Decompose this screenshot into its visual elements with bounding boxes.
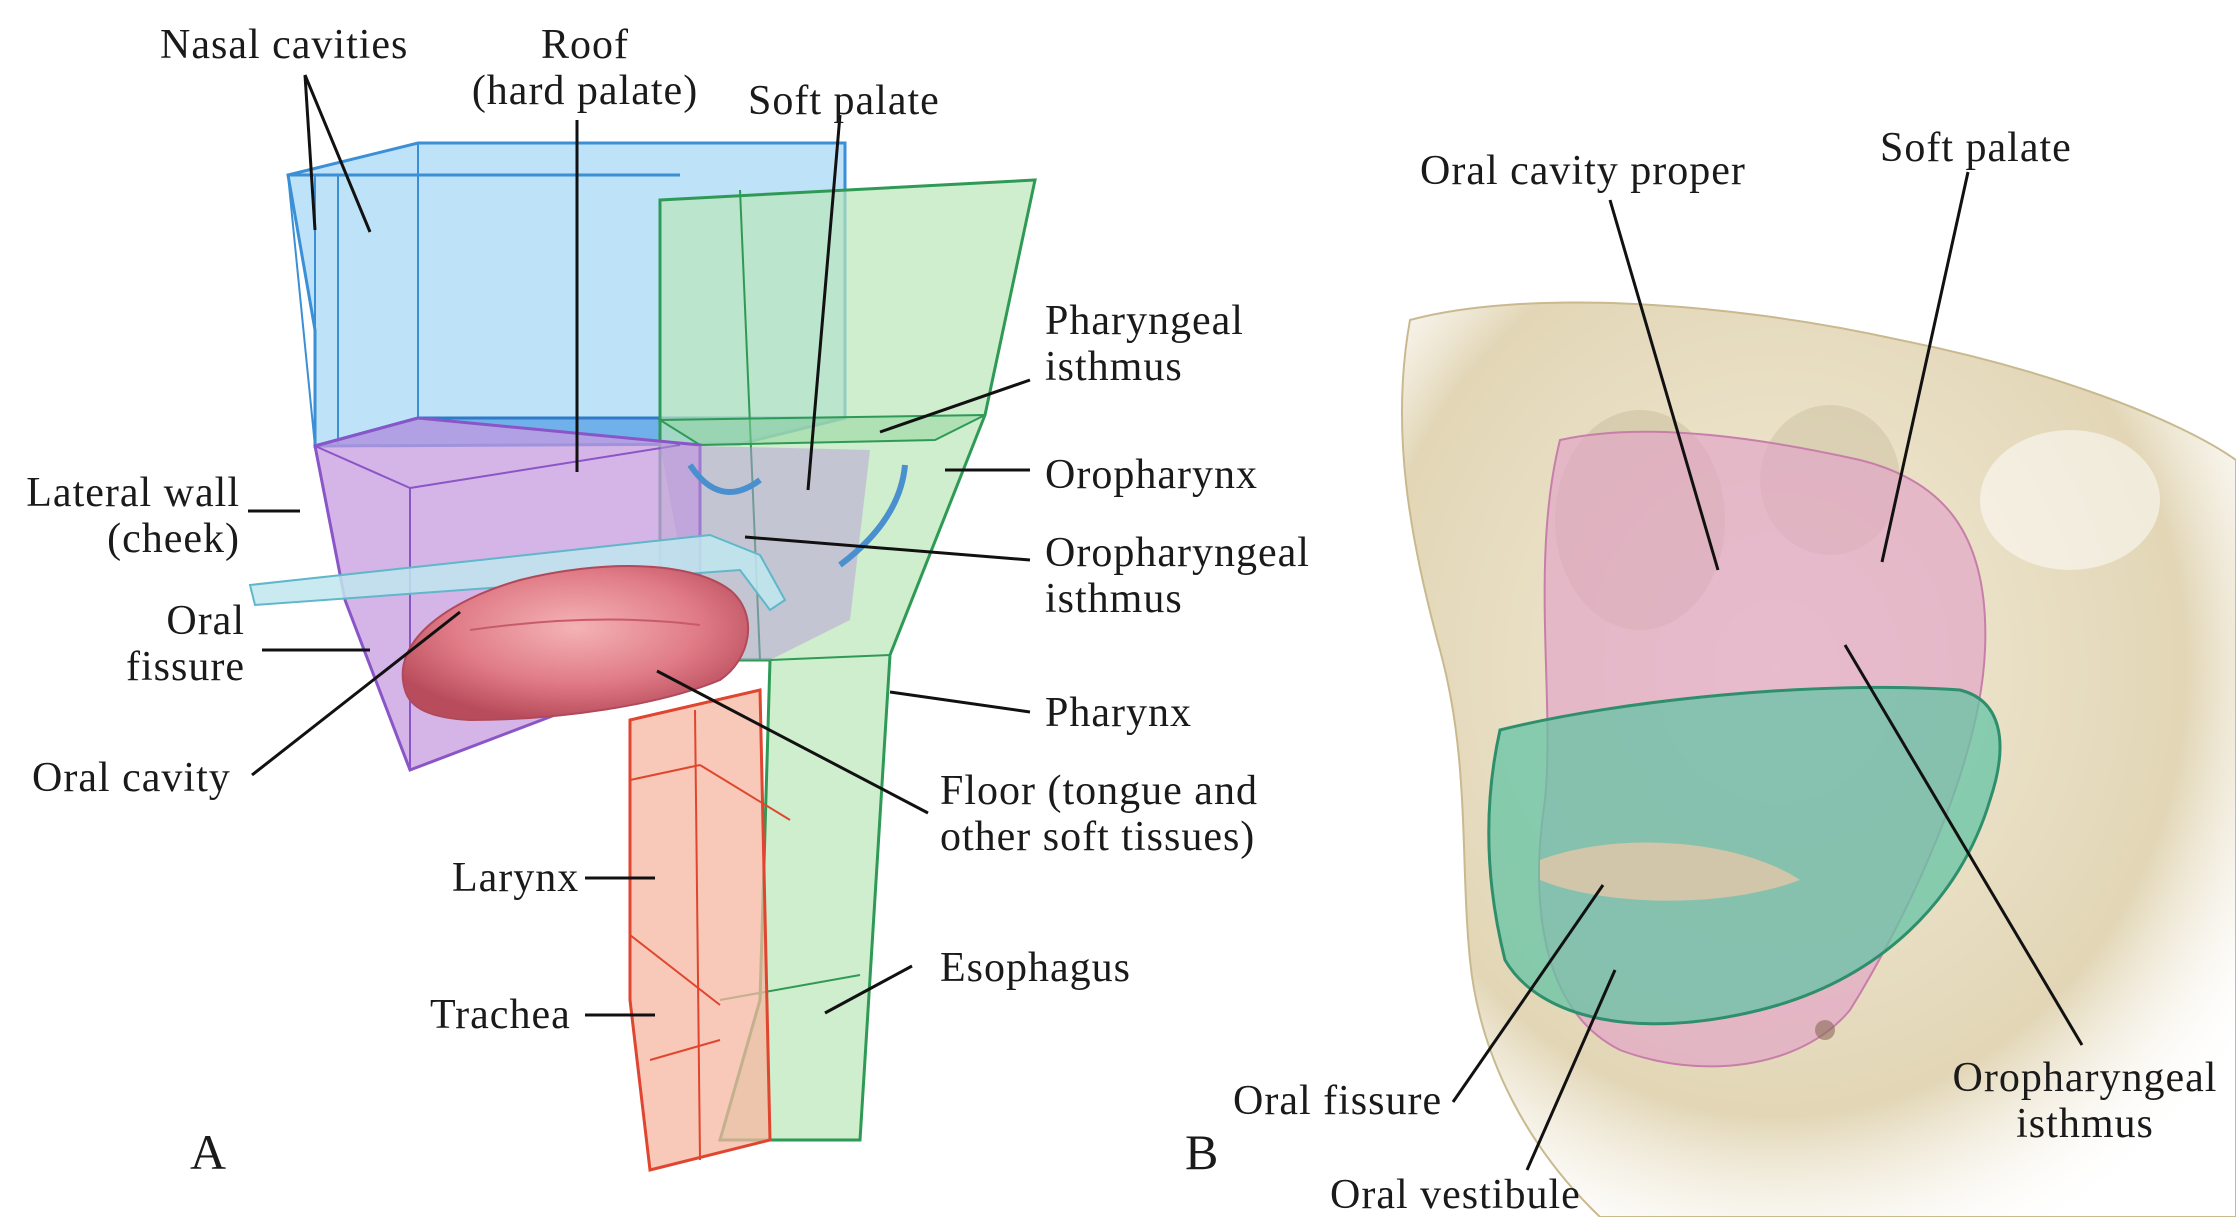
label-floor-line2: other soft tissues) [940, 814, 1258, 860]
label-floor-line1: Floor (tongue and [940, 768, 1258, 814]
label-roof-line1: Roof [440, 22, 730, 68]
panel-b-letter: B [1185, 1125, 1219, 1179]
label-oropharyngeal-isthmus-b-line2: isthmus [1940, 1101, 2230, 1147]
label-pharyngeal-isthmus: Pharyngeal isthmus [1045, 298, 1244, 390]
label-roof-line2: (hard palate) [440, 68, 730, 114]
label-trachea: Trachea [430, 992, 571, 1038]
panel-a-diagram [248, 75, 1035, 1170]
label-soft-palate-b: Soft palate [1880, 125, 2072, 171]
panel-a-letter: A [190, 1125, 227, 1179]
label-oral-fissure-b: Oral fissure [1233, 1078, 1442, 1124]
label-floor: Floor (tongue and other soft tissues) [940, 768, 1258, 860]
label-pharyngeal-isthmus-line2: isthmus [1045, 344, 1244, 390]
label-oropharyngeal-isthmus-a: Oropharyngeal isthmus [1045, 530, 1310, 622]
label-oral-cavity-proper: Oral cavity proper [1420, 148, 1746, 194]
label-roof-hard-palate: Roof (hard palate) [440, 22, 730, 114]
label-oral-fissure-a: Oral fissure [40, 598, 245, 690]
label-lateral-wall-line1: Lateral wall [10, 470, 240, 516]
label-lateral-wall: Lateral wall (cheek) [10, 470, 240, 562]
label-oral-cavity: Oral cavity [32, 755, 231, 801]
label-soft-palate-a: Soft palate [748, 78, 940, 124]
label-oropharyngeal-isthmus-b: Oropharyngeal isthmus [1940, 1055, 2230, 1147]
label-oropharyngeal-isthmus-b-line1: Oropharyngeal [1940, 1055, 2230, 1101]
label-nasal-cavities: Nasal cavities [160, 22, 408, 68]
label-pharynx: Pharynx [1045, 690, 1192, 736]
label-oropharynx: Oropharynx [1045, 452, 1258, 498]
label-esophagus: Esophagus [940, 945, 1131, 991]
label-lateral-wall-line2: (cheek) [10, 516, 240, 562]
label-pharyngeal-isthmus-line1: Pharyngeal [1045, 298, 1244, 344]
label-larynx: Larynx [452, 855, 579, 901]
label-oropharyngeal-isthmus-a-line1: Oropharyngeal [1045, 530, 1310, 576]
label-oral-fissure-a-line1: Oral [40, 598, 245, 644]
label-oropharyngeal-isthmus-a-line2: isthmus [1045, 576, 1310, 622]
label-oral-fissure-a-line2: fissure [40, 644, 245, 690]
label-oral-vestibule: Oral vestibule [1330, 1172, 1581, 1217]
